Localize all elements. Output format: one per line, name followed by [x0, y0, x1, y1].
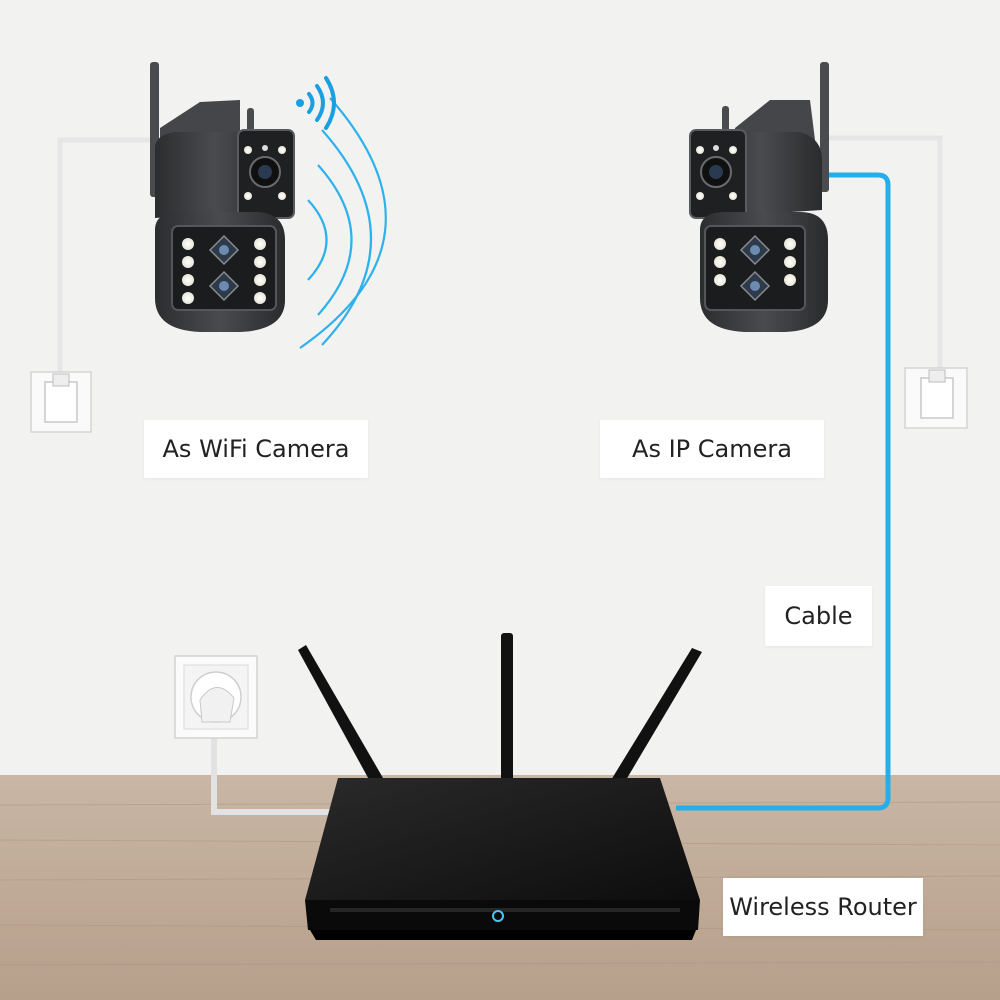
- right-wall-plate-icon: [904, 367, 968, 429]
- right-camera-power-cable: [820, 135, 943, 372]
- ip-camera-label: As IP Camera: [600, 420, 824, 478]
- router-power-cable: [211, 720, 330, 815]
- ethernet-cable: [676, 172, 891, 811]
- wireless-router-icon: [305, 778, 700, 940]
- left-wall-plate-icon: [30, 371, 92, 433]
- cable-label: Cable: [765, 586, 872, 646]
- wifi-signal-icon: [296, 76, 336, 130]
- left-camera-power-cable: [57, 137, 170, 380]
- router-antennas: [298, 633, 702, 798]
- ptz-dual-lens-camera-icon-left: [150, 62, 295, 332]
- power-outlet-icon: [174, 655, 258, 739]
- router-label: Wireless Router: [723, 878, 923, 936]
- wifi-waves: [299, 97, 387, 349]
- wifi-camera-label: As WiFi Camera: [144, 420, 368, 478]
- ptz-dual-lens-camera-icon-right: [689, 62, 829, 332]
- router-status-led: [492, 910, 504, 922]
